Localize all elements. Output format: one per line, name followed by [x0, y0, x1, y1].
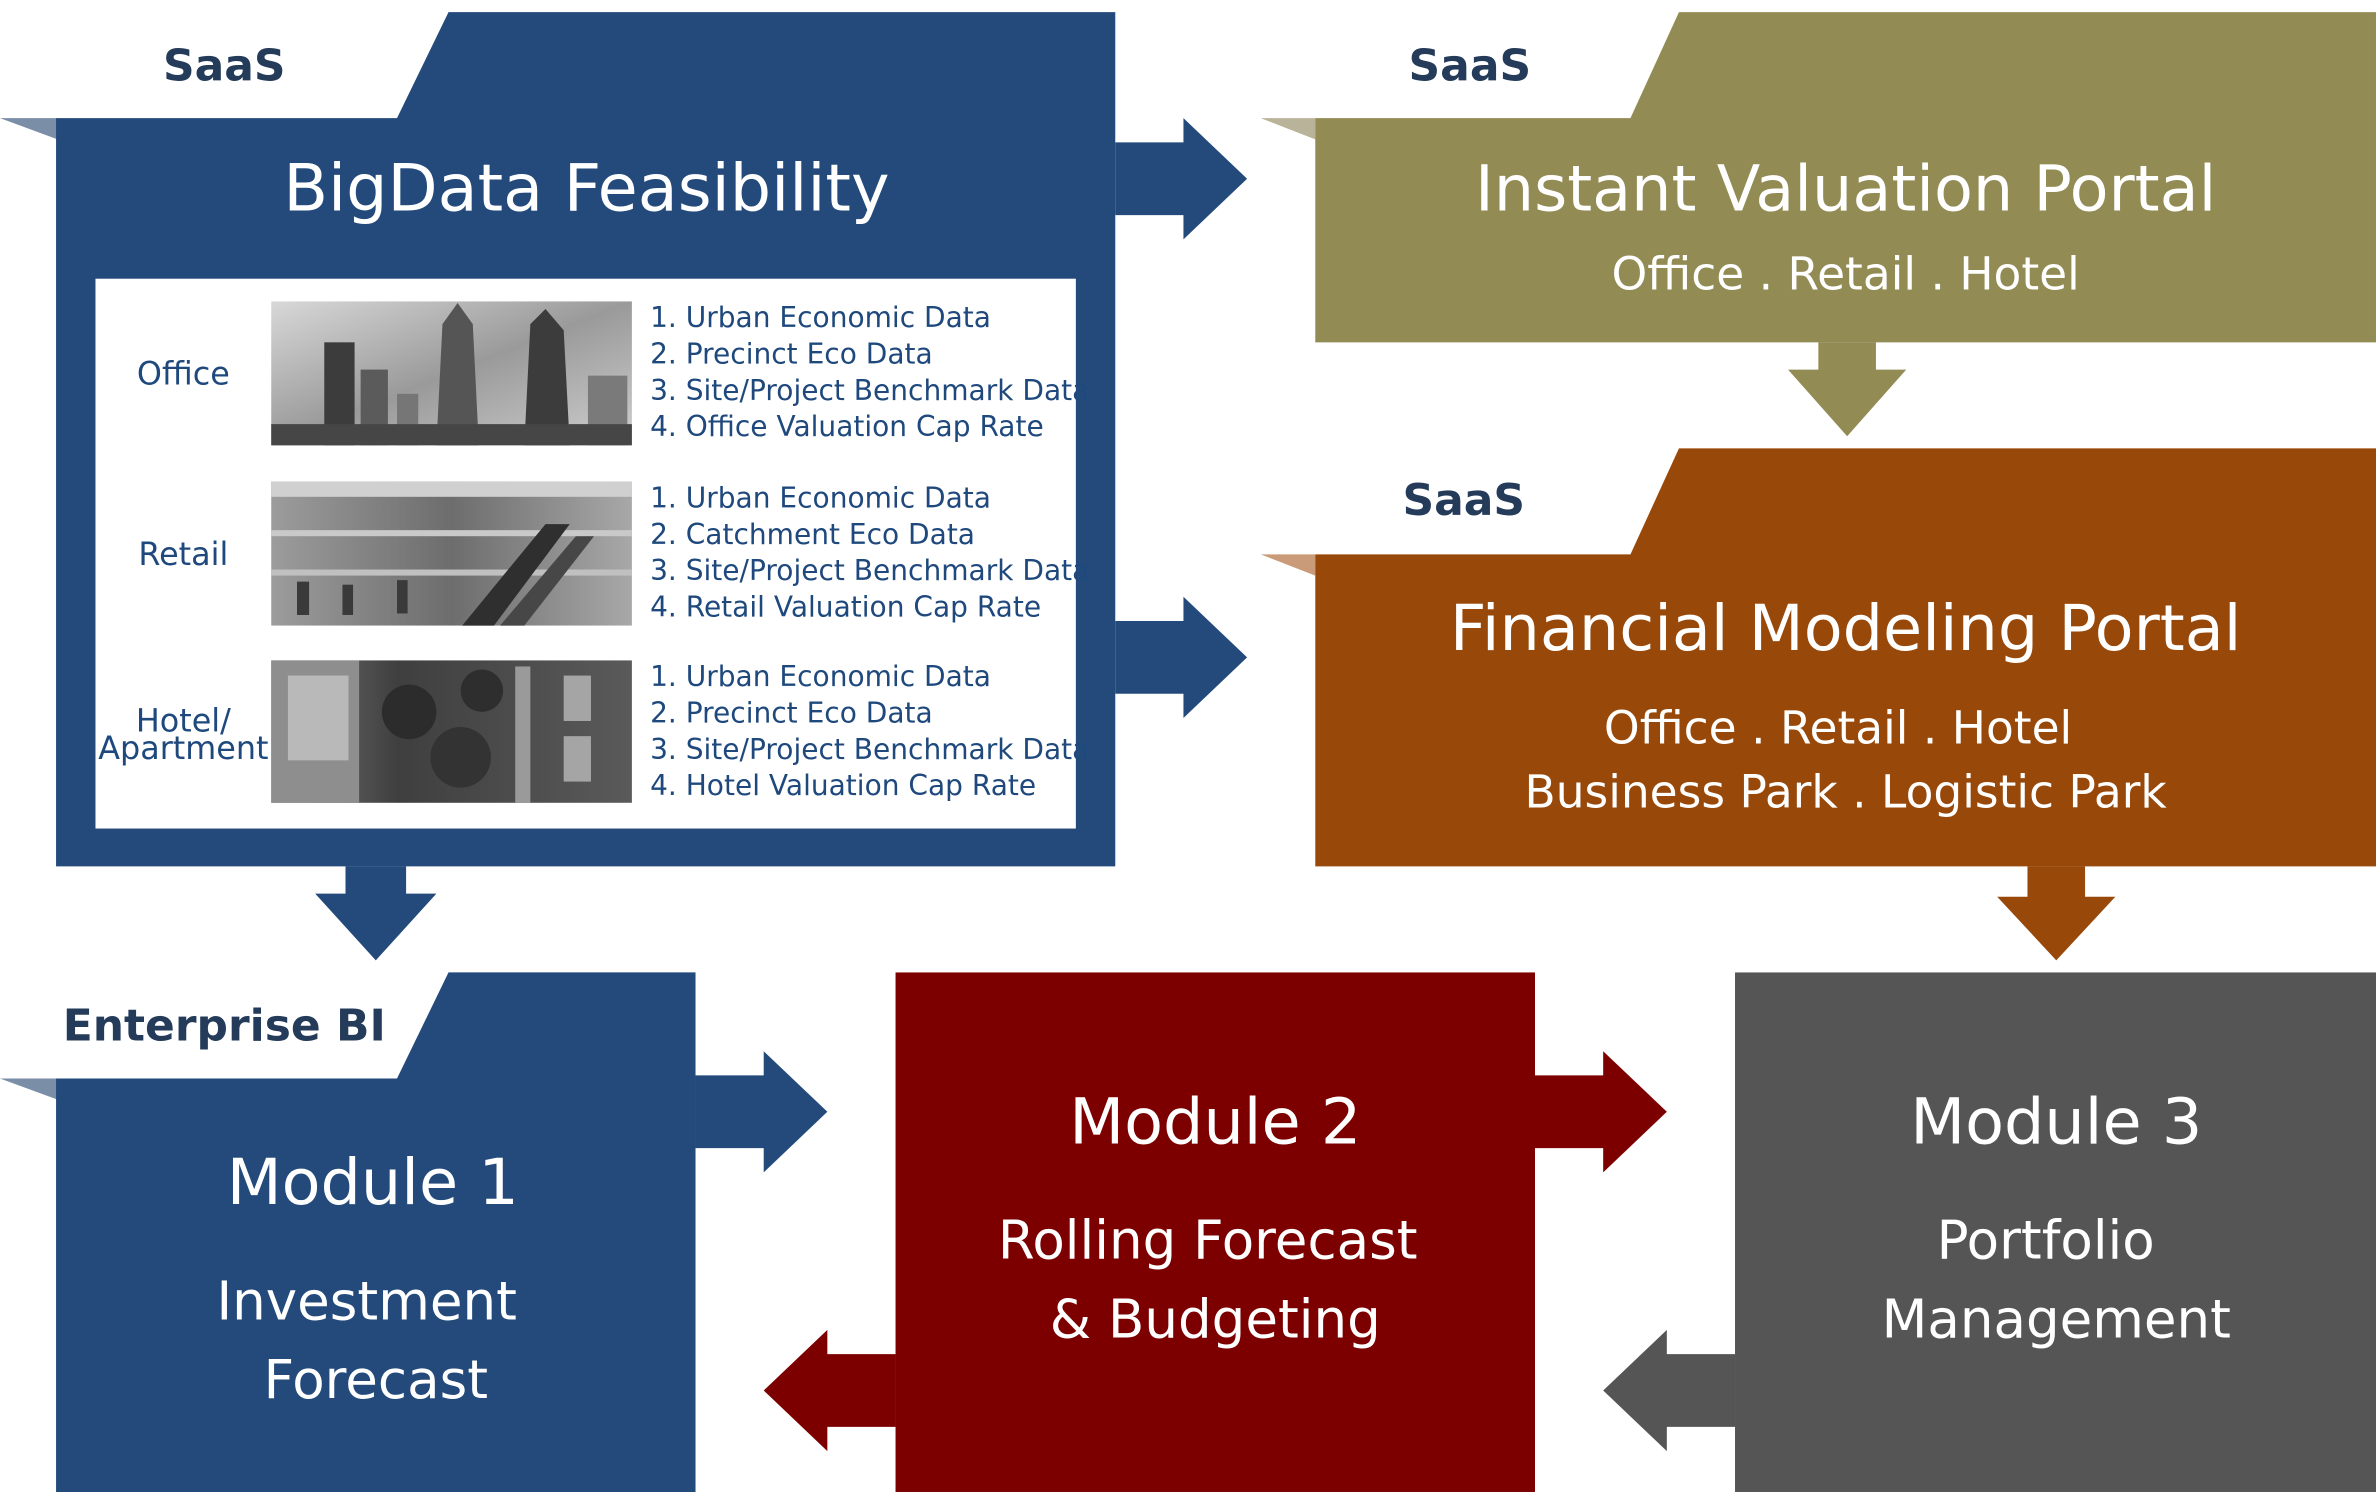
category-retail: Retail — [138, 536, 229, 573]
financial-title: Financial Modeling Portal — [1449, 590, 2242, 665]
retail-item-1: 1. Urban Economic Data — [650, 483, 991, 515]
module1-tab-fold — [0, 1078, 58, 1100]
module1-title: Module 1 — [226, 1145, 519, 1220]
office-item-3: 3. Site/Project Benchmark Data — [650, 375, 1090, 408]
bigdata-tab-fold — [0, 118, 58, 140]
valuation-panel — [1315, 12, 2376, 343]
module3-line1: Portfolio — [1936, 1211, 2155, 1273]
arrow-module2-to-module3 — [1534, 1051, 1667, 1173]
hotel-item-3: 3. Site/Project Benchmark Data — [650, 734, 1090, 767]
bigdata-title: BigData Feasibility — [283, 151, 890, 228]
financial-tab — [1260, 448, 1679, 555]
category-hotel-apartment: Hotel/ Apartment — [98, 702, 269, 767]
valuation-title: Instant Valuation Portal — [1474, 151, 2217, 226]
financial-line2: Business Park . Logistic Park — [1524, 766, 2167, 820]
module3-title: Module 3 — [1910, 1084, 2203, 1159]
category-office: Office — [136, 355, 230, 393]
hotel-item-2: 2. Precinct Eco Data — [650, 698, 933, 731]
arrow-module3-to-module2 — [1603, 1329, 1736, 1452]
module1-box — [0, 972, 696, 1492]
module1-tag: Enterprise BI — [62, 999, 386, 1052]
arrow-module2-to-module1 — [763, 1329, 896, 1452]
module1-panel — [56, 972, 696, 1492]
arrow-bigdata-to-module1 — [315, 866, 437, 961]
retail-item-2: 2. Catchment Eco Data — [650, 519, 976, 552]
financial-line1: Office . Retail . Hotel — [1603, 702, 2073, 756]
office-item-1: 1. Urban Economic Data — [650, 302, 991, 335]
module2-box — [895, 972, 1535, 1492]
retail-item-4: 4. Retail Valuation Cap Rate — [650, 592, 1042, 625]
arrow-bigdata-to-financial — [1115, 596, 1248, 718]
valuation-tag: SaaS — [1408, 39, 1532, 91]
category-hotel-line2: Apartment — [98, 730, 269, 767]
arrow-financial-to-module3 — [1997, 866, 2116, 961]
office-item-2: 2. Precinct Eco Data — [650, 339, 933, 372]
valuation-box — [1260, 12, 2376, 343]
green-wall-building-photo — [271, 660, 632, 803]
financial-tag: SaaS — [1402, 474, 1526, 526]
bigdata-tab — [0, 12, 449, 119]
shopping-mall-photo — [271, 481, 632, 626]
office-item-4: 4. Office Valuation Cap Rate — [650, 411, 1044, 444]
hotel-item-4: 4. Hotel Valuation Cap Rate — [650, 770, 1037, 803]
arrow-bigdata-to-valuation — [1115, 118, 1248, 240]
financial-tab-fold — [1260, 554, 1316, 576]
category-hotel-line1: Hotel/ — [135, 702, 231, 740]
retail-item-3: 3. Site/Project Benchmark Data — [650, 555, 1090, 588]
arrow-valuation-to-financial — [1788, 342, 1907, 437]
valuation-tab-fold — [1260, 118, 1316, 140]
module2-line1: Rolling Forecast — [997, 1211, 1418, 1273]
financial-box — [1260, 448, 2376, 867]
module3-line2: Management — [1881, 1290, 2231, 1352]
valuation-subtitle: Office . Retail . Hotel — [1611, 248, 2080, 302]
office-towers-photo — [271, 301, 632, 446]
arrow-module1-to-module2 — [695, 1051, 828, 1173]
valuation-tab — [1260, 12, 1679, 119]
module1-line2: Forecast — [263, 1351, 489, 1412]
module2-title: Module 2 — [1069, 1084, 1362, 1159]
financial-panel — [1315, 448, 2376, 867]
module3-box — [1735, 972, 2376, 1492]
module1-line1: Investment — [216, 1272, 517, 1333]
hotel-item-1: 1. Urban Economic Data — [650, 661, 991, 694]
bigdata-tag: SaaS — [162, 39, 286, 91]
module1-tab — [0, 972, 449, 1079]
module2-line2: & Budgeting — [1049, 1290, 1381, 1352]
